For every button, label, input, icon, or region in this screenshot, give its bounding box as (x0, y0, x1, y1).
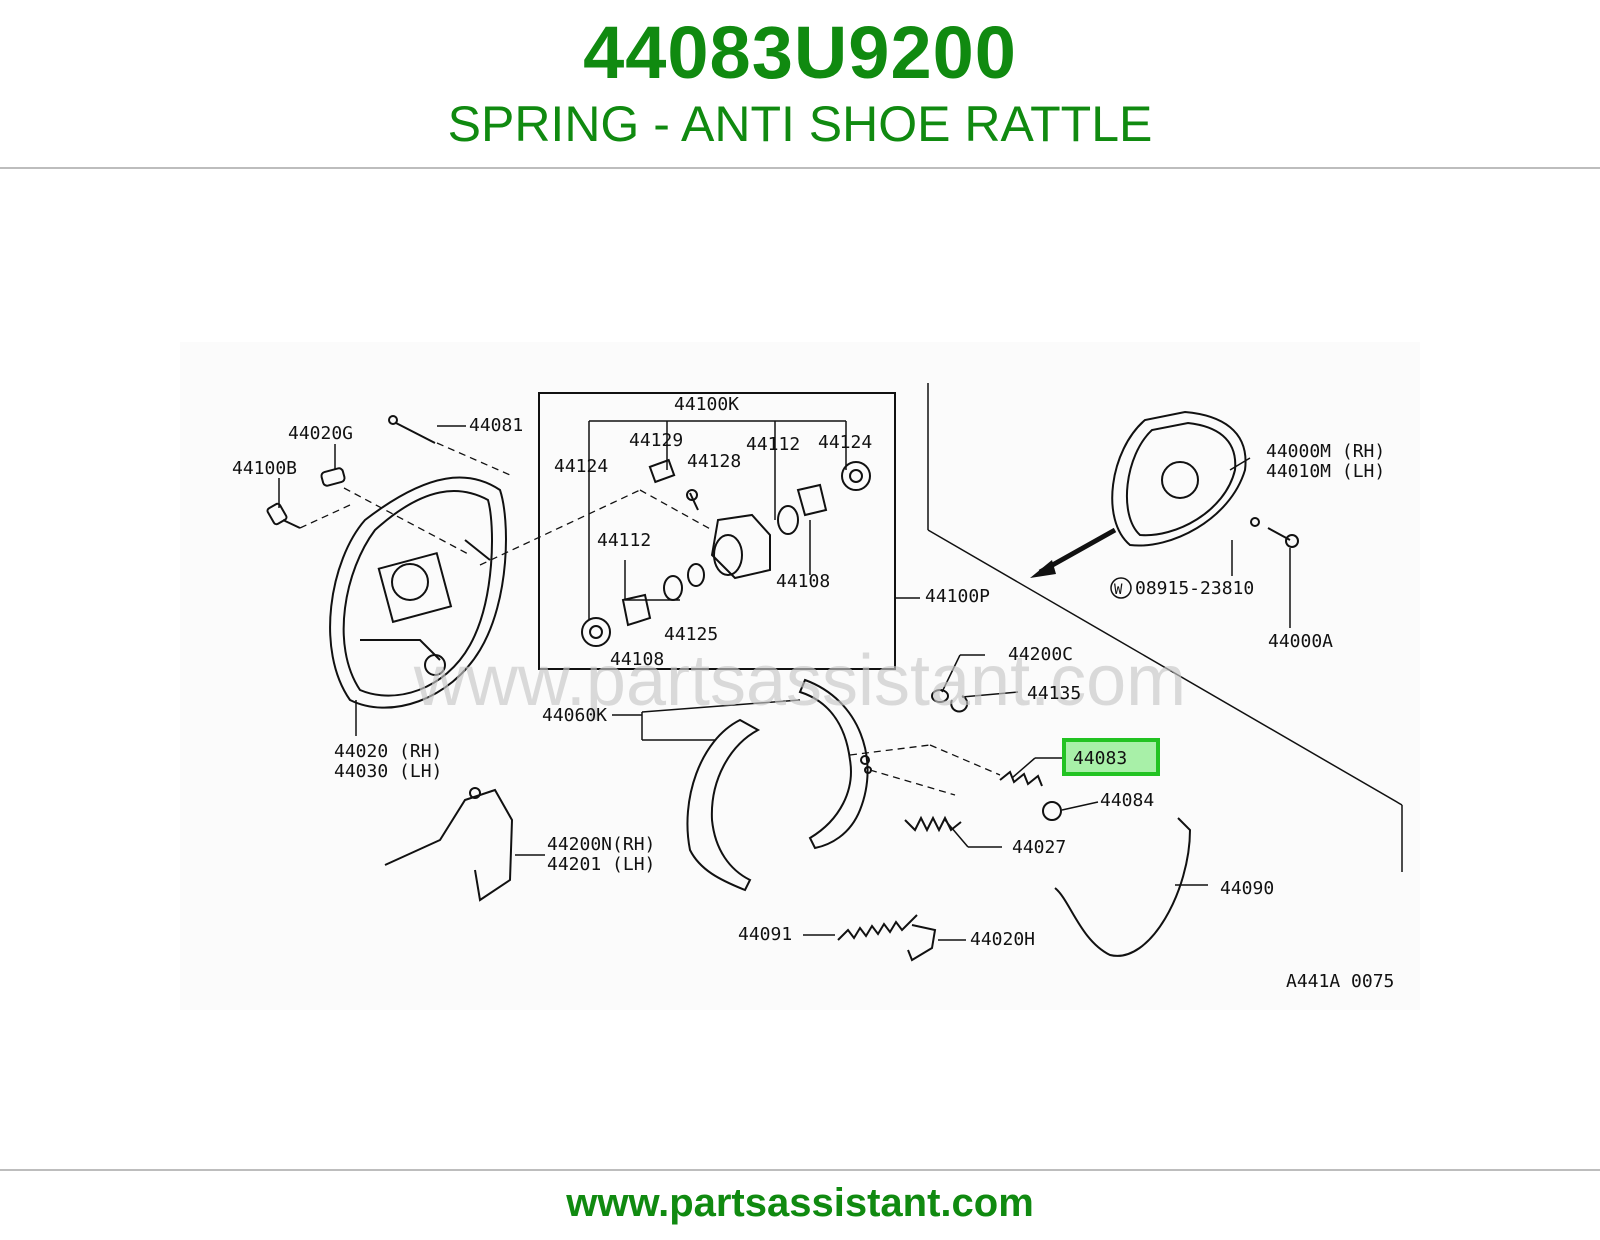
assembly-arrowhead (1030, 560, 1056, 578)
grommet-44020G-drawing (320, 467, 346, 487)
anti-rattle-spring-drawing (999, 770, 1043, 787)
leader-lines (278, 425, 1291, 941)
spring-44027-drawing (904, 815, 962, 833)
callout-44100P[interactable]: 44100P (925, 586, 990, 607)
callout-44081[interactable]: 44081 (469, 415, 523, 436)
header: 44083U9200 SPRING - ANTI SHOE RATTLE (0, 0, 1600, 168)
diagram-panel (180, 342, 1420, 1010)
callout-44108-left[interactable]: 44108 (610, 649, 664, 670)
callout-44112-left[interactable]: 44112 (597, 530, 651, 551)
callout-44129[interactable]: 44129 (629, 430, 683, 451)
header-divider (0, 167, 1600, 169)
callout-44112-top[interactable]: 44112 (746, 434, 800, 455)
adjuster-44200N-drawing (384, 787, 514, 902)
callout-44027[interactable]: 44027 (1012, 837, 1066, 858)
brake-shoe-drawing (686, 678, 872, 892)
washer-44084-drawing (1042, 801, 1062, 821)
cable-44090-drawing (1054, 817, 1192, 957)
drawing-code: A441A 0075 (1286, 971, 1394, 992)
callout-44030[interactable]: 44030 (LH) (334, 761, 442, 782)
kit-box-44100K (538, 392, 896, 670)
spring-44091-drawing (837, 914, 918, 941)
callout-44000M[interactable]: 44000M (RH) (1266, 441, 1385, 462)
callout-44135[interactable]: 44135 (1027, 683, 1081, 704)
footer-divider (0, 1169, 1600, 1171)
callout-44084[interactable]: 44084 (1100, 790, 1154, 811)
clip-44020H-drawing (907, 924, 937, 962)
callout-44020[interactable]: 44020 (RH) (334, 741, 442, 762)
callout-44108-right[interactable]: 44108 (776, 571, 830, 592)
callout-44100K[interactable]: 44100K (674, 394, 739, 415)
dashed-guides (299, 442, 1001, 796)
w-mark-letter: W (1114, 582, 1123, 598)
assembly-separator (927, 383, 1403, 872)
callout-44124-right[interactable]: 44124 (818, 432, 872, 453)
wheel-cylinder-drawing (581, 458, 871, 647)
w-mark (1110, 577, 1132, 599)
callout-44000A[interactable]: 44000A (1268, 631, 1333, 652)
callout-44100B[interactable]: 44100B (232, 458, 297, 479)
callout-44091[interactable]: 44091 (738, 924, 792, 945)
callout-44020H[interactable]: 44020H (970, 929, 1035, 950)
hold-down-parts-drawing (931, 689, 969, 713)
watermark: www.partsassistant.com (413, 641, 1186, 721)
highlight-box (1062, 738, 1160, 776)
bleeder-44100B-drawing (266, 502, 301, 529)
callout-44200C[interactable]: 44200C (1008, 644, 1073, 665)
callout-44125[interactable]: 44125 (664, 624, 718, 645)
part-number: 44083U9200 (583, 11, 1017, 94)
callout-44083[interactable]: 44083 (1073, 748, 1127, 769)
bolt-44081-drawing (388, 415, 436, 444)
callout-44090[interactable]: 44090 (1220, 878, 1274, 899)
callout-44201[interactable]: 44201 (LH) (547, 854, 655, 875)
callout-44200N[interactable]: 44200N(RH) (547, 834, 655, 855)
callout-44124-left[interactable]: 44124 (554, 456, 608, 477)
callout-44060K[interactable]: 44060K (542, 705, 607, 726)
callout-08915-23810[interactable]: 08915-23810 (1135, 578, 1254, 599)
backing-plate-drawing (329, 476, 507, 709)
brake-assembly-drawing (1111, 410, 1299, 548)
part-description: SPRING - ANTI SHOE RATTLE (447, 96, 1153, 152)
callout-44010M[interactable]: 44010M (LH) (1266, 461, 1385, 482)
callout-44020G[interactable]: 44020G (288, 423, 353, 444)
footer-site[interactable]: www.partsassistant.com (566, 1181, 1034, 1225)
callout-44128[interactable]: 44128 (687, 451, 741, 472)
